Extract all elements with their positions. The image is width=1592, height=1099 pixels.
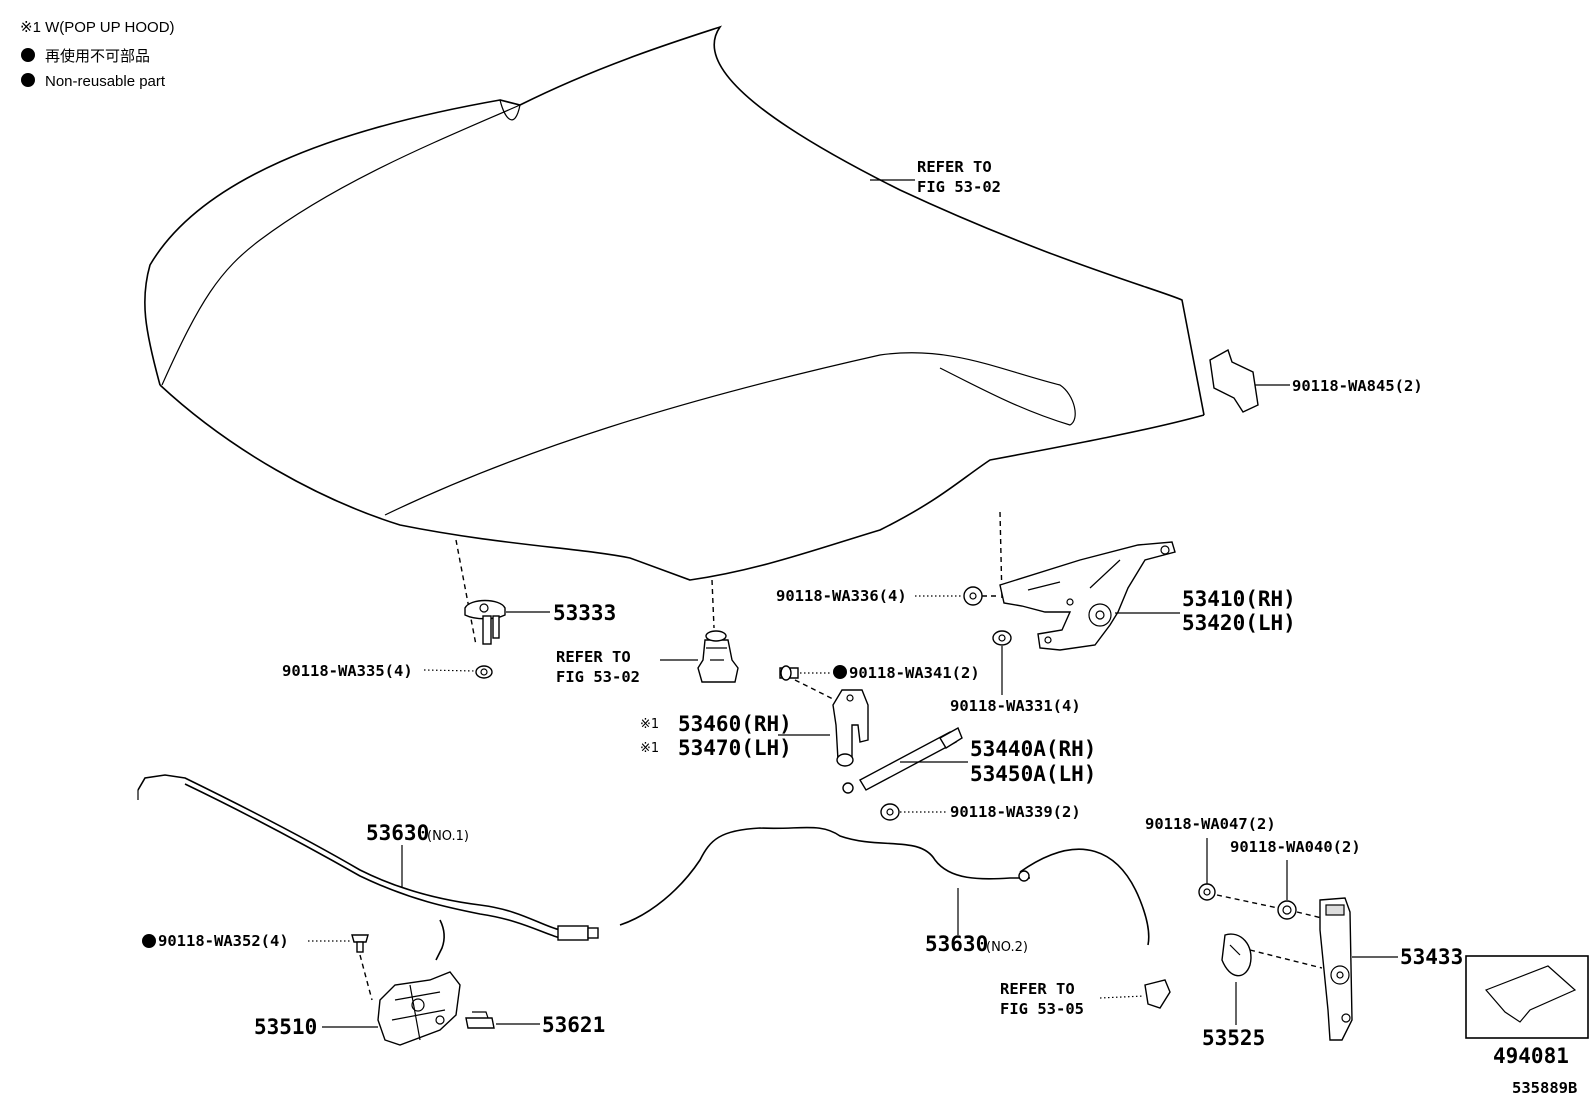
part-label-53470: 53470(LH) xyxy=(678,736,792,760)
part-label-53460: 53460(RH) xyxy=(678,712,792,736)
part-label-wa352: 90118-WA352(4) xyxy=(158,932,289,950)
part-wa331 xyxy=(992,630,1012,646)
part-wa040 xyxy=(1277,900,1297,920)
part-label-53621: 53621 xyxy=(542,1013,605,1037)
part-wa339 xyxy=(880,803,900,821)
part-label-wa339: 90118-WA339(2) xyxy=(950,803,1081,821)
part-wa047 xyxy=(1198,883,1216,901)
part-label-53630-no2: 53630 xyxy=(925,932,988,956)
legend-non-reusable-en: Non-reusable part xyxy=(45,73,166,90)
hood-panel xyxy=(144,25,1205,581)
part-wa335 xyxy=(475,665,493,679)
part-wa845 xyxy=(1209,348,1259,413)
part-cable-bracket xyxy=(1144,979,1171,1009)
part-lever-handle xyxy=(1221,933,1252,977)
part-label-53410: 53410(RH) xyxy=(1182,587,1296,611)
refer-hood-line1: REFER TO xyxy=(917,158,992,176)
part-label-53525: 53525 xyxy=(1202,1026,1265,1050)
part-hood-lock xyxy=(377,971,461,1046)
part-label-53450a: 53450A(LH) xyxy=(970,762,1096,786)
part-hood-support xyxy=(842,727,963,794)
part-label-wa331: 90118-WA331(4) xyxy=(950,697,1081,715)
refer-hood-line2: FIG 53-02 xyxy=(917,178,1001,196)
non-reusable-bullet-icon xyxy=(21,48,35,62)
part-wa352 xyxy=(351,934,369,953)
part-release-lever xyxy=(1319,897,1353,1041)
part-cable-no1 xyxy=(137,774,599,961)
part-wa341 xyxy=(779,665,799,681)
part-popup-actuator xyxy=(832,689,869,767)
part-label-wa047: 90118-WA047(2) xyxy=(1145,815,1276,833)
part-label-53630-no1-sub: (NO.1) xyxy=(427,829,469,844)
part-label-53630-no1: 53630 xyxy=(366,821,429,845)
part-label-53630-no2-sub: (NO.2) xyxy=(986,940,1028,955)
non-reusable-bullet-icon xyxy=(833,665,847,679)
mark1-b: ※1 xyxy=(640,741,659,756)
part-label-53510: 53510 xyxy=(254,1015,317,1039)
part-clip-53621 xyxy=(465,1011,495,1029)
part-label-53333: 53333 xyxy=(553,601,616,625)
part-label-494081: 494081 xyxy=(1493,1044,1569,1068)
refer-center-line2: FIG 53-02 xyxy=(556,668,640,686)
part-hood-hinge xyxy=(999,541,1176,651)
part-label-53433: 53433 xyxy=(1400,945,1463,969)
part-53333 xyxy=(464,599,506,645)
mark1-a: ※1 xyxy=(640,717,659,732)
part-hood-cushion xyxy=(697,630,739,683)
part-label-wa336: 90118-WA336(4) xyxy=(776,587,907,605)
part-label-wa845: 90118-WA845(2) xyxy=(1292,377,1423,395)
refer-cable-line2: FIG 53-05 xyxy=(1000,1000,1084,1018)
part-label-53440a: 53440A(RH) xyxy=(970,737,1096,761)
illustration-box-494081 xyxy=(1465,955,1589,1039)
legend-non-reusable-jp: 再使用不可部品 xyxy=(45,48,150,65)
part-label-wa335: 90118-WA335(4) xyxy=(282,662,413,680)
part-label-53420: 53420(LH) xyxy=(1182,611,1296,635)
part-label-wa040: 90118-WA040(2) xyxy=(1230,838,1361,856)
part-cable-no2 xyxy=(619,826,1150,946)
figure-id: 535889B xyxy=(1512,1079,1577,1097)
refer-cable-line1: REFER TO xyxy=(1000,980,1075,998)
part-wa336 xyxy=(963,586,983,606)
refer-center-line1: REFER TO xyxy=(556,648,631,666)
non-reusable-bullet-icon xyxy=(142,934,156,948)
non-reusable-bullet-icon xyxy=(21,73,35,87)
legend-note: ※1 W(POP UP HOOD) xyxy=(20,19,175,36)
part-label-wa341: 90118-WA341(2) xyxy=(849,664,980,682)
